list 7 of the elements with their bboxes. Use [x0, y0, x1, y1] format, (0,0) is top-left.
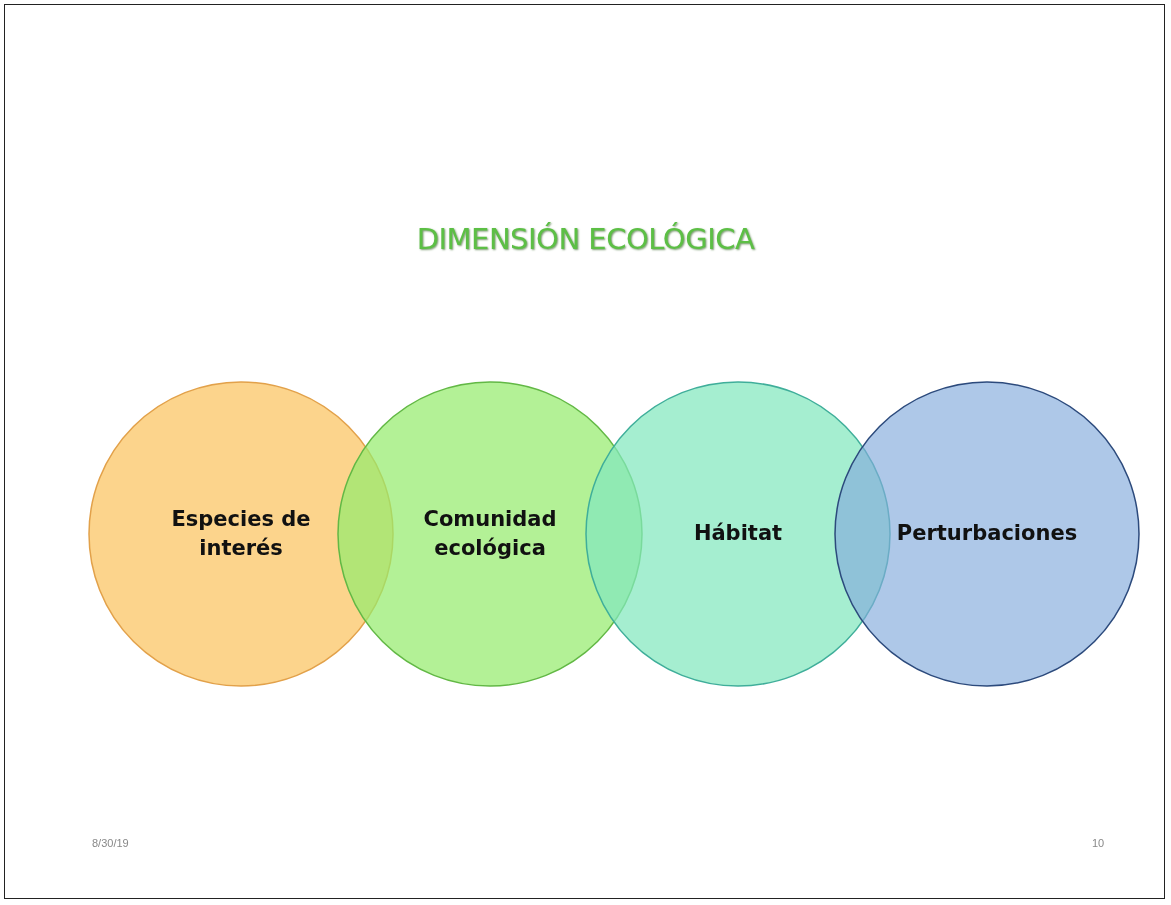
slide-title: DIMENSIÓN ECOLÓGICA	[415, 222, 756, 256]
circle-label: Hábitat	[692, 520, 784, 548]
circle-label: Especies de interés	[170, 505, 312, 562]
page-number: 10	[1092, 837, 1105, 849]
circle-label: Perturbaciones	[895, 520, 1079, 548]
circle-label: Comunidad ecológica	[422, 505, 558, 562]
date-label: 8/30/19	[92, 837, 129, 849]
